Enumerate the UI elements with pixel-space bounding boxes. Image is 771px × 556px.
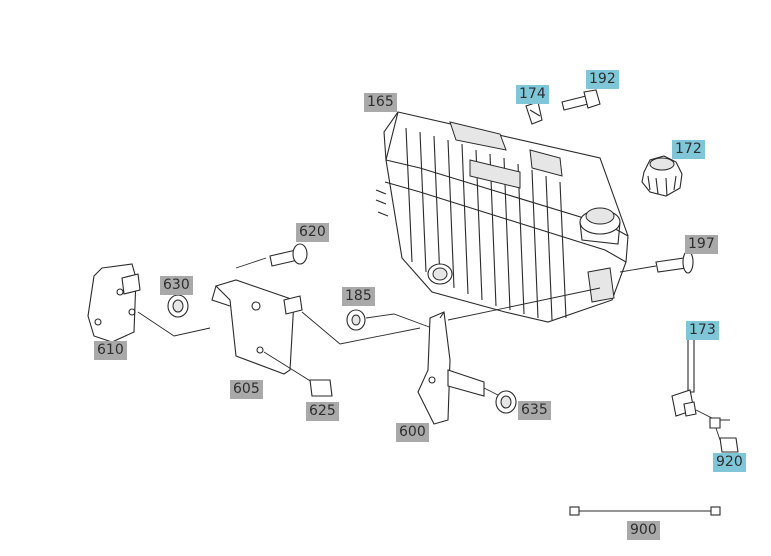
callout-630[interactable]: 630	[160, 276, 193, 295]
bracket-600	[417, 287, 601, 425]
bracket-605	[137, 257, 303, 375]
callout-625[interactable]: 625	[306, 402, 339, 421]
coolant-reservoir	[375, 111, 629, 323]
bolt-620	[269, 243, 308, 267]
callout-635[interactable]: 635	[518, 401, 551, 420]
level-sensor-173	[671, 321, 697, 417]
nut-635	[495, 390, 517, 414]
callout-900[interactable]: 900	[627, 521, 660, 540]
nut-630	[167, 294, 189, 318]
callout-605[interactable]: 605	[230, 380, 263, 399]
callout-600[interactable]: 600	[396, 423, 429, 442]
clip-174	[525, 101, 543, 125]
cap-172	[641, 155, 683, 197]
callout-197[interactable]: 197	[685, 235, 718, 254]
nut-185	[301, 309, 433, 345]
callout-920[interactable]: 920	[713, 453, 746, 472]
callout-192[interactable]: 192	[586, 70, 619, 89]
bolt-625	[263, 351, 333, 397]
callout-620[interactable]: 620	[296, 223, 329, 242]
hose-900	[569, 506, 721, 516]
bolt-192	[561, 89, 601, 111]
bolt-197	[619, 250, 694, 274]
callout-173[interactable]: 173	[686, 321, 719, 340]
connector-920	[695, 409, 739, 453]
callout-185[interactable]: 185	[342, 287, 375, 306]
bracket-610	[87, 263, 141, 343]
callout-165[interactable]: 165	[364, 93, 397, 112]
callout-174[interactable]: 174	[516, 85, 549, 104]
callout-172[interactable]: 172	[672, 140, 705, 159]
callout-610[interactable]: 610	[94, 341, 127, 360]
